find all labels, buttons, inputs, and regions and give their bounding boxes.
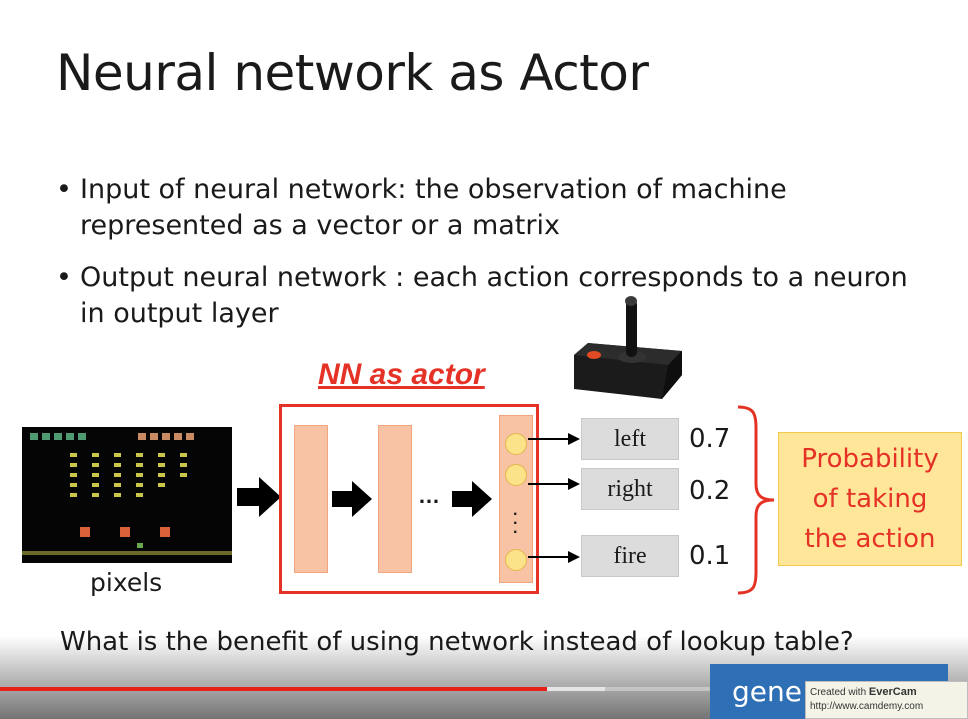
right-arrow-icon: [237, 477, 281, 517]
watermark-brand: EverCam: [868, 686, 917, 698]
probability-line-3: the action: [804, 524, 936, 554]
bullet-output: Output neural network : each action corr…: [56, 260, 916, 332]
probability-line-2: of taking: [812, 484, 928, 514]
watermark-created-with: Created with: [810, 687, 867, 698]
video-progress-bar[interactable]: [0, 687, 968, 691]
bullet-list: Input of neural network: the observation…: [56, 172, 916, 348]
slide-title: Neural network as Actor: [56, 44, 649, 102]
output-neuron-right: [505, 464, 527, 486]
action-right: right: [581, 468, 679, 510]
probability-box: Probability of taking the action: [778, 432, 962, 566]
hidden-layer-1: [294, 425, 328, 573]
curly-brace-icon: [737, 405, 775, 595]
video-played-bar: [0, 687, 547, 691]
watermark-url: http://www.camdemy.com: [810, 701, 924, 712]
layer-ellipsis: …: [418, 483, 440, 508]
joystick-icon: [574, 296, 682, 399]
right-arrow-icon: [452, 481, 492, 517]
prob-right: 0.2: [689, 476, 731, 506]
pixels-label: pixels: [90, 568, 163, 597]
prob-left: 0.7: [689, 424, 731, 454]
action-left: left: [581, 418, 679, 460]
bullet-input: Input of neural network: the observation…: [56, 172, 916, 244]
output-arrows: [528, 433, 580, 563]
nn-as-actor-label: NN as actor: [318, 358, 485, 391]
neuron-vertical-dots: ···: [513, 506, 519, 541]
space-invaders-screen: [22, 427, 232, 563]
right-arrow-icon: [332, 481, 372, 517]
output-neuron-fire: [505, 549, 527, 571]
action-fire: fire: [581, 535, 679, 577]
output-layer: ···: [499, 415, 533, 583]
output-neuron-left: [505, 433, 527, 455]
neural-network-box: … ···: [279, 404, 539, 594]
evercam-watermark: Created with EverCam http://www.camdemy.…: [805, 681, 968, 719]
prob-fire: 0.1: [689, 541, 731, 571]
hidden-layer-2: [378, 425, 412, 573]
probability-line-1: Probability: [801, 444, 939, 474]
